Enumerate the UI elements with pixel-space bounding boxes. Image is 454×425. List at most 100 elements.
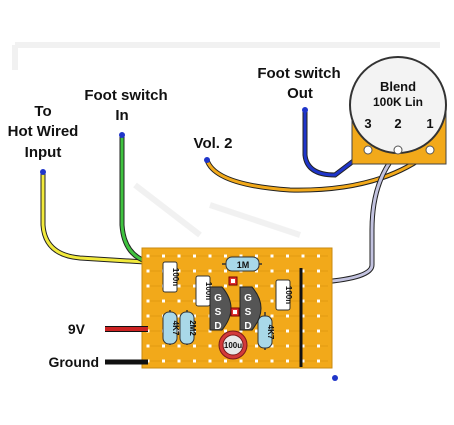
strip-hole	[286, 254, 289, 258]
jfet-left-pin-d: D	[214, 321, 221, 332]
strip-hole	[270, 344, 274, 348]
strip-hole	[301, 329, 305, 333]
strip-hole	[255, 329, 258, 333]
strip-hole	[146, 254, 150, 258]
input-label-line3: Input	[25, 144, 62, 161]
power-9v-label: 9V	[68, 321, 86, 337]
input-label-line1: To	[34, 103, 51, 120]
resistor-4k7-right: 4K7	[257, 312, 275, 350]
pot-value: 100K Lin	[373, 95, 423, 109]
footswitch-in-label-line2: In	[115, 107, 128, 124]
strip-hole	[255, 284, 258, 288]
strip-hole	[255, 344, 258, 348]
strip-hole	[193, 359, 196, 363]
cap-left-value: 100n	[171, 268, 180, 286]
strip-hole	[270, 299, 274, 303]
strip-hole	[146, 269, 150, 273]
jfet-right-pin-g: G	[244, 293, 252, 304]
strip-hole	[301, 269, 305, 273]
board-corner-dot	[332, 375, 338, 381]
strip-hole	[193, 344, 196, 348]
strip-hole	[177, 329, 181, 333]
strip-hole	[301, 284, 305, 288]
footswitch-in-label-line1: Foot switch	[84, 87, 167, 104]
strip-hole	[286, 359, 289, 363]
strip-hole	[286, 344, 289, 348]
electrolytic-capacitor-100u: 100u	[218, 330, 248, 360]
ground-label: Ground	[48, 354, 99, 370]
res-1m-value: 1M	[237, 260, 250, 270]
strip-hole	[270, 284, 274, 288]
strip-hole	[177, 359, 181, 363]
strip-hole	[208, 329, 212, 333]
fs-in-wire-end	[119, 132, 125, 138]
strip-hole	[255, 254, 258, 258]
strip-hole	[317, 329, 320, 333]
strip-hole	[239, 254, 243, 258]
strip-hole	[193, 254, 196, 258]
jfet-left-pin-g: G	[214, 293, 222, 304]
strip-hole	[177, 254, 181, 258]
strip-hole	[239, 284, 243, 288]
jfet-left-pin-s: S	[215, 307, 222, 318]
strip-hole	[239, 329, 243, 333]
capacitor-100n-right: 100n	[275, 279, 293, 311]
res-2m2-value: 2M2	[188, 320, 197, 336]
strip-hole	[162, 254, 165, 258]
strip-hole	[162, 344, 165, 348]
strip-hole	[270, 314, 274, 318]
strip-hole	[317, 344, 320, 348]
pot-lug-2-label: 2	[394, 116, 401, 131]
footswitch-in-wire-fill	[120, 135, 149, 264]
vol2-wire-fill	[205, 150, 431, 192]
strip-hole	[208, 254, 212, 258]
strip-hole	[177, 284, 181, 288]
blend-wire-fill	[321, 150, 400, 284]
fs-out-wire-end	[302, 107, 308, 113]
pot-lug-2	[393, 145, 403, 155]
strip-hole	[317, 359, 320, 363]
strip-hole	[224, 254, 227, 258]
background-faint-marks	[12, 42, 440, 238]
strip-hole	[146, 299, 150, 303]
strip-hole	[193, 299, 196, 303]
strip-hole	[270, 254, 274, 258]
strip-hole	[317, 269, 320, 273]
strip-hole	[177, 269, 181, 273]
strip-hole	[239, 359, 243, 363]
strip-hole	[301, 254, 305, 258]
strip-hole	[270, 359, 274, 363]
strip-hole	[146, 314, 150, 318]
strip-hole	[301, 344, 305, 348]
strip-hole	[146, 284, 150, 288]
track-cut-marker-hole	[233, 310, 237, 314]
electrolytic-value: 100u	[224, 341, 242, 350]
strip-hole	[146, 344, 150, 348]
blend-pot: Blend 100K Lin 3 2 1	[349, 56, 447, 165]
input-wire-fill	[41, 172, 146, 264]
jfet-left: G S D	[209, 286, 232, 332]
cap-right-value: 100n	[284, 286, 293, 304]
strip-hole	[301, 314, 305, 318]
strip-hole	[193, 284, 196, 288]
jfet-right: G S D	[239, 286, 262, 332]
strip-hole	[286, 314, 289, 318]
strip-hole	[317, 299, 320, 303]
pot-lug-3	[363, 145, 373, 155]
strip-hole	[177, 314, 181, 318]
pot-name: Blend	[380, 79, 416, 94]
pot-lug-1-label: 1	[426, 116, 433, 131]
capacitor-100n-left: 100n	[162, 261, 180, 293]
jfet-right-pin-s: S	[245, 307, 252, 318]
strip-hole	[317, 314, 320, 318]
pot-lug-1	[425, 145, 435, 155]
res-4k7-right-value: 4K7	[266, 325, 275, 340]
strip-hole	[270, 269, 274, 273]
strip-hole	[162, 359, 165, 363]
strip-hole	[224, 269, 227, 273]
strip-hole	[301, 299, 305, 303]
strip-hole	[286, 329, 289, 333]
resistor-2m2: 2M2	[179, 310, 197, 345]
strip-hole	[177, 344, 181, 348]
